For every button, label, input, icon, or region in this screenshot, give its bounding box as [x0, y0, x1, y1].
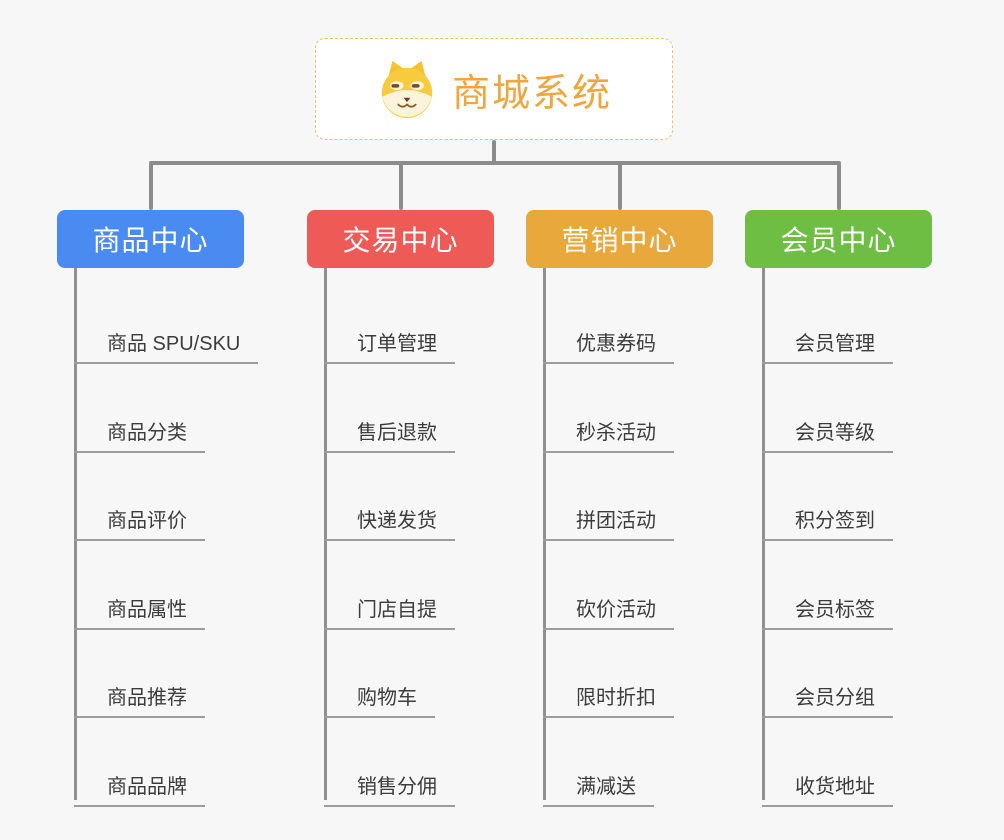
leaf-node-product-center-3[interactable]: 商品属性: [74, 586, 205, 630]
connector-branch-drop-0: [148, 163, 153, 210]
branch-label: 交易中心: [342, 225, 459, 256]
leaf-node-member-center-4[interactable]: 会员分组: [762, 674, 893, 718]
branch-label: 商品中心: [92, 225, 209, 256]
branch-node-product-center[interactable]: 商品中心: [57, 210, 244, 268]
branch-label: 营销中心: [561, 225, 678, 256]
leaf-node-marketing-center-0[interactable]: 优惠券码: [543, 320, 674, 364]
leaf-node-trade-center-0[interactable]: 订单管理: [324, 320, 455, 364]
leaf-node-trade-center-2[interactable]: 快递发货: [324, 497, 455, 541]
leaf-node-marketing-center-2[interactable]: 拼团活动: [543, 497, 674, 541]
branch-trunk-trade-center: [324, 268, 327, 800]
connector-branch-drop-3: [836, 163, 841, 210]
leaf-node-member-center-5[interactable]: 收货地址: [762, 763, 893, 807]
connector-root-drop: [492, 140, 496, 165]
leaf-node-product-center-0[interactable]: 商品 SPU/SKU: [74, 320, 259, 364]
leaf-node-member-center-1[interactable]: 会员等级: [762, 409, 893, 453]
leaf-node-trade-center-4[interactable]: 购物车: [324, 674, 435, 718]
branch-label: 会员中心: [780, 225, 897, 256]
branch-node-member-center[interactable]: 会员中心: [745, 210, 932, 268]
root-node[interactable]: 商城系统: [315, 38, 673, 140]
leaf-node-member-center-2[interactable]: 积分签到: [762, 497, 893, 541]
leaf-node-member-center-3[interactable]: 会员标签: [762, 586, 893, 630]
leaf-node-marketing-center-1[interactable]: 秒杀活动: [543, 409, 674, 453]
branch-node-marketing-center[interactable]: 营销中心: [526, 210, 713, 268]
leaf-node-trade-center-1[interactable]: 售后退款: [324, 409, 455, 453]
leaf-node-trade-center-3[interactable]: 门店自提: [324, 586, 455, 630]
connector-branch-drop-1: [398, 163, 403, 210]
leaf-node-product-center-2[interactable]: 商品评价: [74, 497, 205, 541]
leaf-node-marketing-center-3[interactable]: 砍价活动: [543, 586, 674, 630]
branch-trunk-member-center: [762, 268, 765, 800]
leaf-node-member-center-0[interactable]: 会员管理: [762, 320, 893, 364]
leaf-node-product-center-1[interactable]: 商品分类: [74, 409, 205, 453]
root-title: 商城系统: [451, 72, 612, 115]
connector-bus: [148, 161, 841, 165]
branch-node-trade-center[interactable]: 交易中心: [307, 210, 494, 268]
leaf-node-product-center-5[interactable]: 商品品牌: [74, 763, 205, 807]
leaf-node-marketing-center-5[interactable]: 满减送: [543, 763, 654, 807]
leaf-node-trade-center-5[interactable]: 销售分佣: [324, 763, 455, 807]
connector-branch-drop-2: [617, 163, 622, 210]
dog-face-icon: [381, 60, 433, 119]
leaf-node-product-center-4[interactable]: 商品推荐: [74, 674, 205, 718]
branch-trunk-marketing-center: [543, 268, 546, 800]
branch-trunk-product-center: [74, 268, 77, 800]
leaf-node-marketing-center-4[interactable]: 限时折扣: [543, 674, 674, 718]
